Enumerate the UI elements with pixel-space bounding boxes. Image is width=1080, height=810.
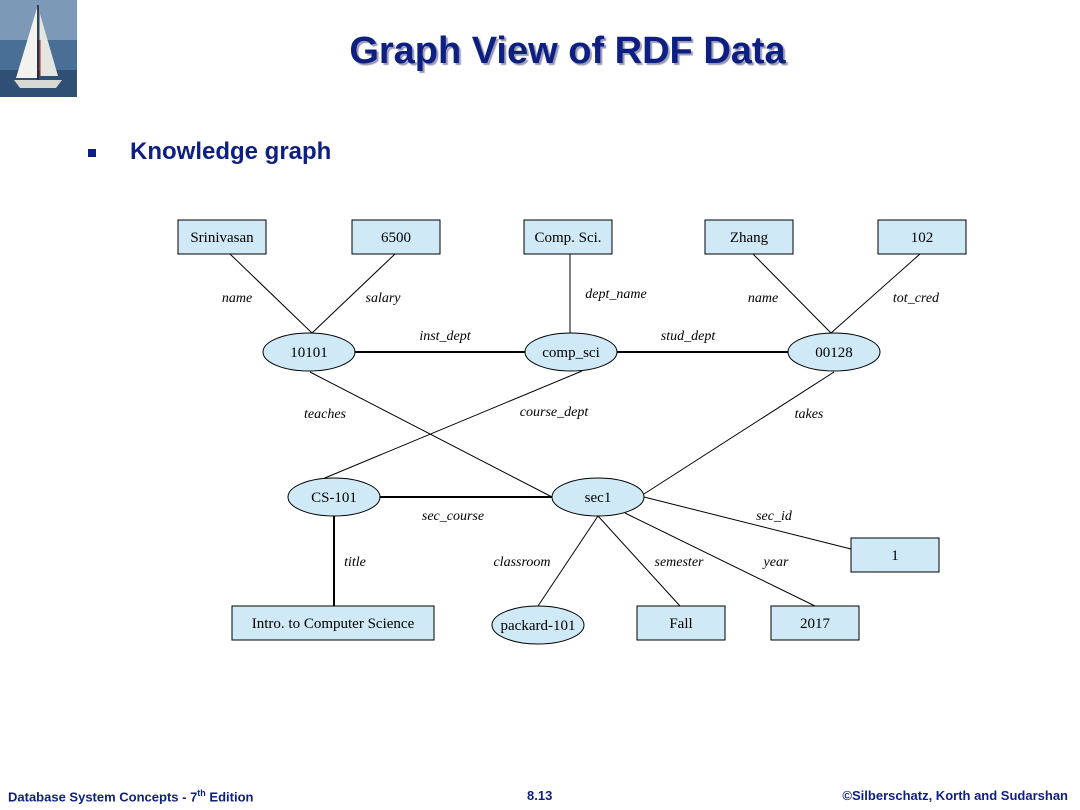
literal-node-label: 2017 [800,616,831,632]
resource-node-label: CS-101 [311,490,357,506]
literal-node-box [231,605,435,641]
edge-label-inst-dept: inst_dept [419,329,471,344]
edge-label-tot-cred: tot_cred [893,291,940,306]
edge-label-semester: semester [655,555,705,570]
edge-label-name: name [222,291,252,306]
edge-label-sec-id: sec_id [756,509,793,524]
resource-node-ellipse [787,332,881,372]
literal-node-label: 1 [891,548,899,564]
resource-node-label: 00128 [815,345,853,361]
literal-node: Fall [636,605,726,641]
literal-node-box [770,605,860,641]
literal-node-label: Fall [669,616,692,632]
resource-node: 10101 [262,332,356,372]
literal-node-box [877,219,967,255]
edge-tot-cred [830,253,921,334]
resource-node: CS-101 [287,477,381,517]
resource-node-ellipse [262,332,356,372]
literal-node: 2017 [770,605,860,641]
literal-node: Intro. to Computer Science [231,605,435,641]
resource-node: comp_sci [524,332,618,372]
resource-node-label: sec1 [585,490,612,506]
edge-teaches [309,371,553,498]
literal-node-box [177,219,267,255]
edge-label-course-dept: course_dept [520,405,590,420]
edge-course-dept [319,370,583,481]
edge-label-teaches: teaches [304,407,347,422]
edge-label-classroom: classroom [493,555,550,570]
literal-node-box [850,537,940,573]
slide-title: Graph View of RDF Data [349,30,786,72]
edge-salary [311,253,396,334]
resource-node: sec1 [551,477,645,517]
sailboat-logo [0,0,77,97]
edge-label-year: year [762,555,789,570]
literal-node-box [636,605,726,641]
graph-edge-labels: name salary dept_name name tot_cred inst_dept… [222,287,940,570]
resource-node-ellipse [287,477,381,517]
edge-label-takes: takes [795,407,824,422]
literal-node: 1 [850,537,940,573]
edge-label-sec-course: sec_course [422,509,484,524]
edge-classroom [537,515,599,607]
footer-page-number: 8.13 [527,788,553,803]
literal-node: 102 [877,219,967,255]
bullet-item: Knowledge graph [88,138,331,166]
graph-nodes: Srinivasan 6500 Comp. Sci. Zhang 102 1Intro. … [177,219,967,645]
bullet-square-icon [88,149,96,157]
bullet-text: Knowledge graph [130,138,332,165]
literal-node: Srinivasan [177,219,267,255]
literal-node-box [704,219,794,255]
edge-sec-id [643,496,852,550]
resource-node-label: comp_sci [542,345,600,361]
literal-node-label: 102 [911,230,934,246]
resource-node-ellipse [551,477,645,517]
edge-label-stud-dept: stud_dept [661,329,717,344]
edge-label-title: title [344,555,366,570]
edge-name [229,253,313,334]
edge-label-name: name [748,291,778,306]
edge-semester [597,515,681,607]
literal-node-label: Comp. Sci. [534,230,601,246]
footer-book-title: Database System Concepts - 7th Edition [8,788,254,805]
resource-node-label: packard-101 [501,618,576,634]
resource-node: 00128 [787,332,881,372]
footer-copyright: ©Silberschatz, Korth and Sudarshan [842,788,1068,803]
edge-takes [643,371,835,495]
literal-node: Comp. Sci. [523,219,613,255]
resource-node: packard-101 [491,605,585,645]
edge-name [752,253,832,334]
literal-node: 6500 [351,219,441,255]
literal-node-box [351,219,441,255]
resource-node-ellipse [491,605,585,645]
edge-label-dept-name: dept_name [585,287,646,302]
edge-year [624,512,816,607]
literal-node-label: Intro. to Computer Science [252,616,415,632]
literal-node-label: 6500 [381,230,411,246]
graph-edges [229,253,921,607]
resource-node-ellipse [524,332,618,372]
literal-node-label: Srinivasan [190,230,254,246]
literal-node: Zhang [704,219,794,255]
edge-label-salary: salary [366,291,402,306]
literal-node-label: Zhang [730,230,769,246]
literal-node-box [523,219,613,255]
resource-node-label: 10101 [290,345,328,361]
